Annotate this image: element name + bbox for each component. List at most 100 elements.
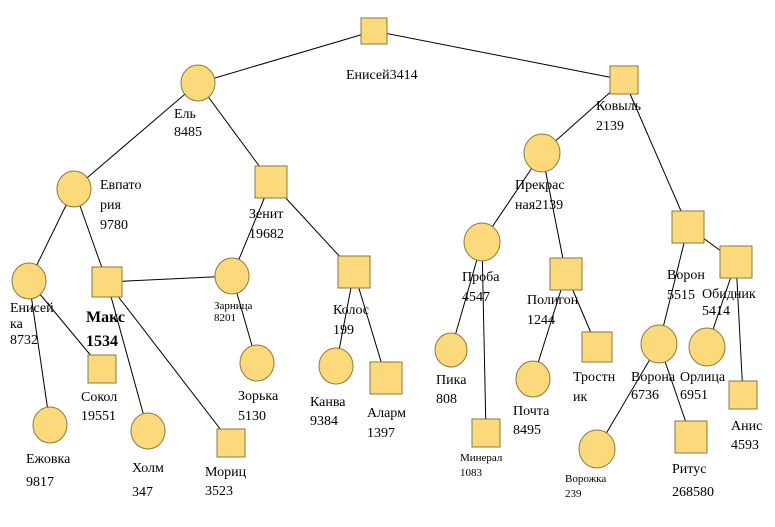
node-label-pochta-line-0: Почта <box>513 404 550 419</box>
edge-prekrasnaya-poligon <box>541 152 567 275</box>
node-kanva-circle <box>318 347 354 385</box>
node-label-evpatoria-line-0: Евпато <box>100 178 141 193</box>
node-label-alarm-line-0: Аларм <box>367 406 406 421</box>
node-label-obidnik-line-1: 5414 <box>702 304 730 319</box>
node-pochta-circle <box>515 360 551 398</box>
node-label-ezhovka-line-0: Ежовка <box>26 452 71 467</box>
node-poligon-square <box>549 257 583 291</box>
nodes-layer <box>11 17 758 469</box>
node-evpatoria-circle <box>56 170 92 208</box>
node-label-sokol-line-0: Сокол <box>81 390 117 405</box>
edge-maks-holm <box>106 281 149 432</box>
node-ezhovka-circle <box>32 406 68 444</box>
edge-enisejka-sokol <box>28 280 103 370</box>
node-label-proba-line-1: 4547 <box>462 290 490 305</box>
node-maks-square <box>91 266 123 298</box>
node-label-el-line-0: Ель <box>174 107 196 122</box>
node-label-kovyl-line-0: Ковыль <box>596 99 641 114</box>
node-label-ritus-line-1: 268580 <box>672 485 714 500</box>
node-label-poligon-line-1: 1244 <box>527 313 555 328</box>
node-label-root-line-0: Енисей3414 <box>346 68 418 83</box>
node-mineral-square <box>471 418 501 448</box>
edge-maks-zarnica <box>106 275 233 283</box>
node-label-moric-line-0: Мориц <box>205 465 247 480</box>
node-label-maks-line-1: 1534 <box>86 333 118 350</box>
node-label-moric-line-1: 3523 <box>205 484 233 499</box>
node-trostnik-square <box>581 331 613 363</box>
node-root-square <box>360 17 388 45</box>
node-label-kanva-line-0: Канва <box>310 395 346 410</box>
edge-el-evpatoria <box>73 82 199 190</box>
node-label-trostnik-line-1: ик <box>573 390 587 405</box>
node-sokol-square <box>87 354 117 384</box>
node-label-anis-line-1: 4593 <box>731 438 759 453</box>
node-label-voron-line-1: 5515 <box>667 288 695 303</box>
node-label-sokol-line-1: 19551 <box>81 409 116 424</box>
node-label-holm-line-1: 347 <box>132 485 153 500</box>
edge-kolos-alarm <box>353 271 387 379</box>
node-label-zarnica-line-0: Зарница <box>214 300 253 312</box>
edge-obidnik-anis <box>735 261 744 396</box>
node-label-mineral-line-0: Минерал <box>460 452 503 464</box>
node-label-kanva-line-1: 9384 <box>310 414 338 429</box>
node-label-vorona-line-0: Ворона <box>631 370 676 385</box>
node-pika-circle <box>434 332 468 368</box>
node-anis-square <box>728 380 758 410</box>
node-label-el-line-1: 8485 <box>174 125 202 140</box>
node-label-prekrasnaya-line-1: ная2139 <box>515 198 563 213</box>
node-el-circle <box>180 64 216 102</box>
node-label-evpatoria-line-2: 9780 <box>100 218 128 233</box>
node-label-pika-line-1: 808 <box>436 392 457 407</box>
node-label-mineral-line-1: 1083 <box>460 467 483 479</box>
node-vorozhka-circle <box>578 429 616 469</box>
node-alarm-square <box>369 361 403 395</box>
edge-kovyl-voron <box>623 79 689 228</box>
edge-vorona-vorozhka <box>596 343 660 450</box>
node-prekrasnaya-circle <box>523 133 561 173</box>
node-label-ezhovka-line-1: 9817 <box>26 475 54 490</box>
node-label-alarm-line-1: 1397 <box>367 426 395 441</box>
node-label-evpatoria-line-1: рия <box>100 198 121 213</box>
node-kovyl-square <box>609 65 639 95</box>
edge-root-el <box>197 30 375 84</box>
node-voron-square <box>671 210 705 244</box>
node-label-obidnik-line-0: Обидник <box>702 287 756 302</box>
node-label-trostnik-line-0: Тростн <box>573 370 616 385</box>
node-obidnik-square <box>719 245 753 279</box>
node-label-kolos-line-1: 199 <box>333 323 354 338</box>
edge-voron-vorona <box>658 226 689 345</box>
node-orlica-circle <box>688 327 726 367</box>
node-label-vorona-line-1: 6736 <box>631 388 659 403</box>
node-label-anis-line-0: Анис <box>731 419 762 434</box>
edge-proba-mineral <box>481 241 487 434</box>
edge-root-kovyl <box>373 30 625 81</box>
node-label-poligon-line-0: Полигон <box>527 293 579 308</box>
node-label-enisejka-line-0: Енисей <box>10 301 54 316</box>
node-enisejka-circle <box>11 262 47 300</box>
node-label-vorozhka-line-1: 239 <box>565 488 582 500</box>
node-vorona-circle <box>640 324 678 364</box>
node-label-enisejka-line-2: 8732 <box>10 333 38 348</box>
node-label-voron-line-0: Ворон <box>667 268 705 283</box>
node-label-pochta-line-1: 8495 <box>513 423 541 438</box>
node-label-kolos-line-0: Колос <box>333 303 369 318</box>
node-proba-circle <box>463 222 501 262</box>
node-zenit-square <box>254 165 288 199</box>
node-label-zorka-line-1: 5130 <box>238 409 266 424</box>
node-kolos-square <box>337 255 371 289</box>
node-label-kovyl-line-1: 2139 <box>596 119 624 134</box>
node-label-orlica-line-1: 6951 <box>680 388 708 403</box>
node-label-orlica-line-0: Орлица <box>680 370 726 385</box>
node-ritus-square <box>674 420 708 454</box>
node-label-enisejka-line-1: ка <box>10 317 24 332</box>
node-label-zenit-line-1: 19682 <box>249 227 284 242</box>
node-label-zorka-line-0: Зорька <box>238 389 279 404</box>
node-zorka-circle <box>239 344 275 382</box>
node-label-vorozhka-line-0: Ворожка <box>565 473 606 485</box>
node-label-maks-line-0: Макс <box>86 309 125 326</box>
node-label-pika-line-0: Пика <box>436 373 467 388</box>
node-holm-circle <box>130 412 166 450</box>
node-label-zenit-line-0: Зенит <box>249 207 283 222</box>
edge-maks-moric <box>106 281 232 444</box>
